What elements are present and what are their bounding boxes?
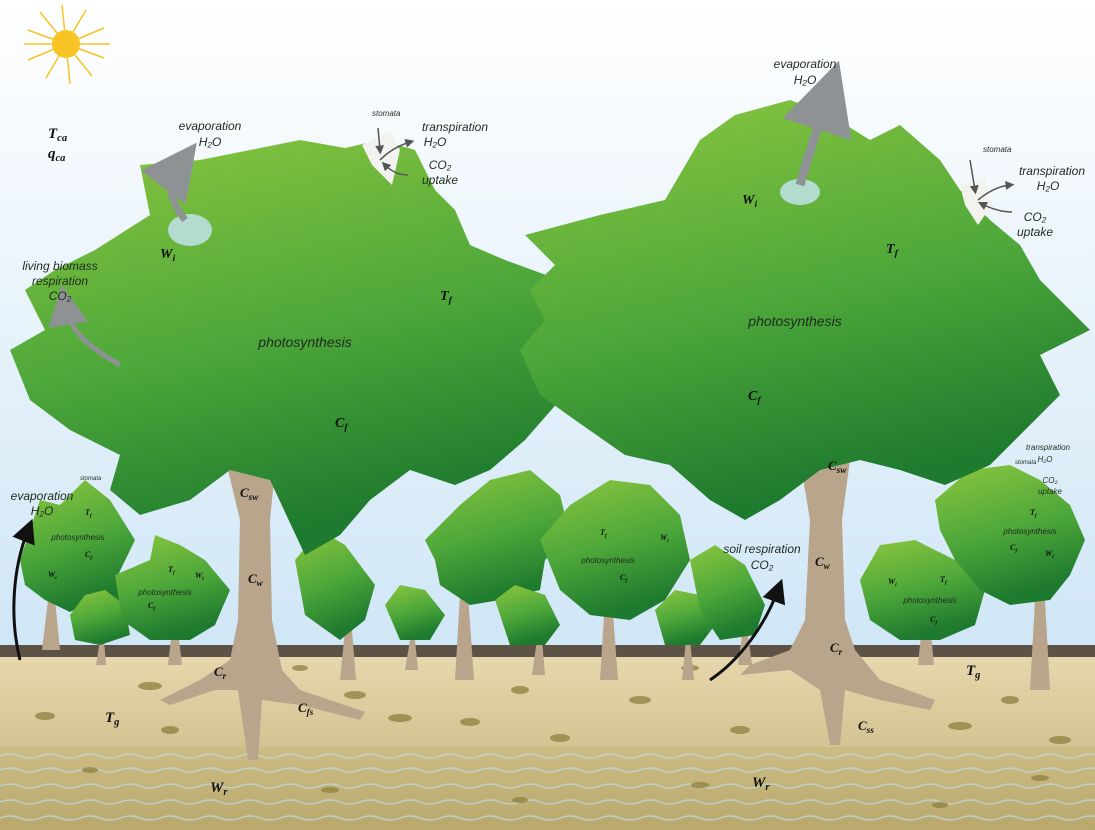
transpiration-h2o-right: H₂O [1037, 179, 1060, 193]
photosynthesis-label-center-left: photosynthesis [137, 588, 191, 597]
co2-label-left: CO₂ [429, 158, 452, 172]
soil-respiration-co2: CO₂ [751, 558, 774, 572]
stomata-label-small-right: stomata [1015, 460, 1037, 466]
transpiration-h2o-left: H₂O [424, 135, 447, 149]
stomata-label-right: stomata [983, 145, 1012, 154]
living-biomass-label-1: living biomass [22, 259, 97, 273]
photosynthesis-label-small-left: photosynthesis [50, 533, 104, 542]
living-biomass-label-2: respiration [32, 274, 88, 288]
transpiration-label-right: transpiration [1019, 164, 1085, 178]
photosynthesis-label-right: photosynthesis [747, 313, 841, 329]
photosynthesis-label-left: photosynthesis [257, 334, 351, 350]
photosynthesis-label-mid: photosynthesis [580, 556, 634, 565]
evaporation-label-small-left: evaporation [11, 489, 74, 503]
stomata-label-left: stomata [372, 109, 401, 118]
transpiration-label-left: transpiration [422, 120, 488, 134]
photosynthesis-label-far-right: photosynthesis [902, 596, 956, 605]
uptake-label-right: uptake [1017, 225, 1053, 239]
evaporation-label-left: evaporation [179, 119, 242, 133]
photosynthesis-label-small-right: photosynthesis [1002, 527, 1056, 536]
stomata-label-small-left: stomata [80, 476, 102, 482]
evaporation-h2o-left: H₂O [199, 135, 222, 149]
co2-label-small-right: CO₂ [1042, 476, 1057, 485]
evaporation-h2o-right: H₂O [794, 73, 817, 87]
uptake-label-small-right: uptake [1038, 487, 1063, 496]
soil-respiration-label: soil respiration [723, 542, 801, 556]
transpiration-h2o-small-right: H₂O [1037, 455, 1052, 464]
uptake-label-left: uptake [422, 173, 458, 187]
living-biomass-co2: CO₂ [49, 289, 72, 303]
co2-label-right: CO₂ [1024, 210, 1047, 224]
transpiration-label-small-right: transpiration [1026, 443, 1071, 452]
evaporation-h2o-small-left: H₂O [31, 504, 54, 518]
evaporation-label-right: evaporation [774, 57, 837, 71]
